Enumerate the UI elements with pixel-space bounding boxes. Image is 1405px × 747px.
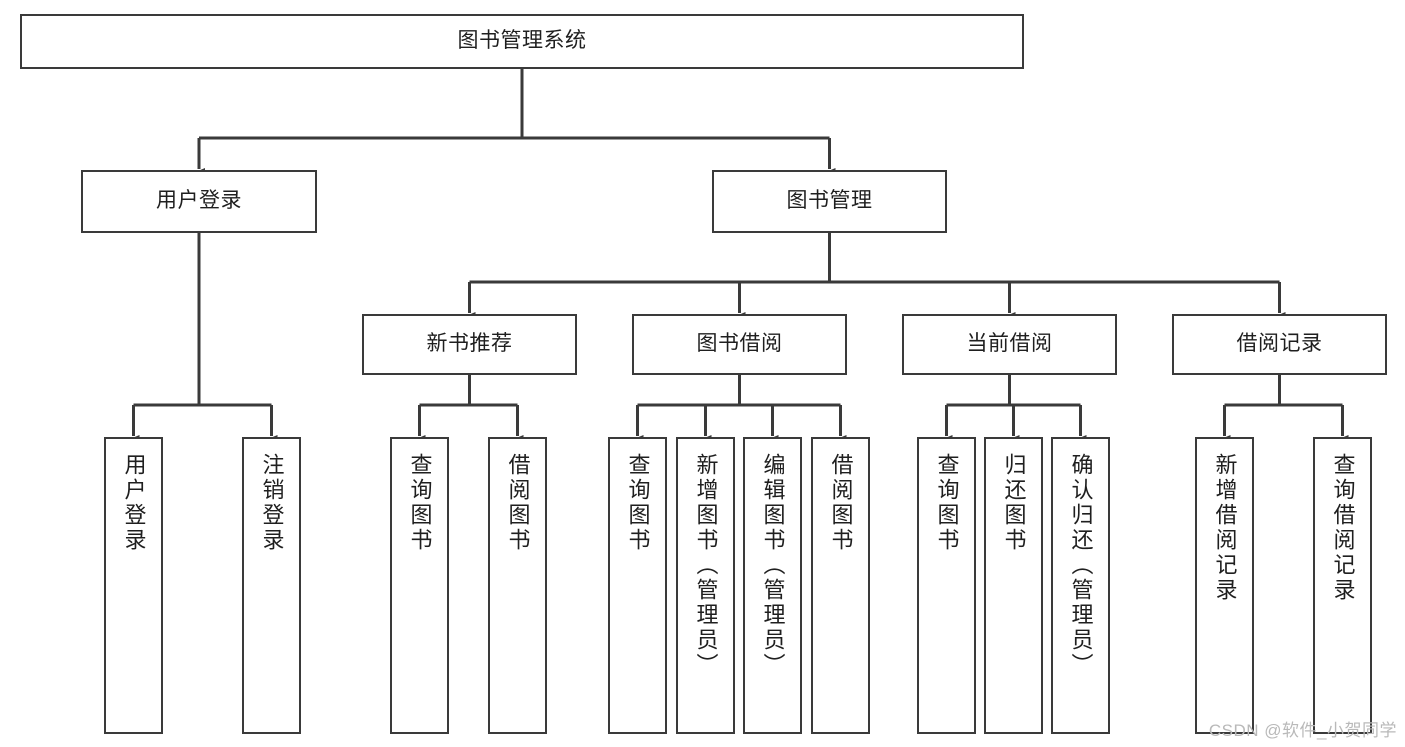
node-new-book-recommend[interactable]: 新书推荐 bbox=[362, 314, 577, 375]
node-book-borrow-label: 图书借阅 bbox=[696, 332, 783, 356]
leaf-user-login-label: 用户登录 bbox=[121, 453, 147, 553]
node-book-management[interactable]: 图书管理 bbox=[712, 170, 947, 233]
node-user-login-label: 用户登录 bbox=[156, 189, 242, 213]
node-book-borrow[interactable]: 图书借阅 bbox=[632, 314, 847, 375]
leaf-borrow-query-label: 查询图书 bbox=[625, 453, 651, 553]
leaf-current-confirm-return[interactable]: 确认归还（管理员） bbox=[1051, 437, 1110, 734]
leaf-newbook-query-label: 查询图书 bbox=[407, 453, 433, 553]
leaf-borrow-add-book-label: 新增图书（管理员） bbox=[693, 453, 719, 678]
leaf-record-query-label: 查询借阅记录 bbox=[1330, 453, 1356, 603]
leaf-record-add[interactable]: 新增借阅记录 bbox=[1195, 437, 1254, 734]
leaf-current-confirm-return-label: 确认归还（管理员） bbox=[1068, 453, 1094, 678]
node-root[interactable]: 图书管理系统 bbox=[20, 14, 1024, 69]
leaf-record-add-label: 新增借阅记录 bbox=[1212, 453, 1238, 603]
leaf-borrow-book-label: 借阅图书 bbox=[828, 453, 854, 553]
leaf-user-login[interactable]: 用户登录 bbox=[104, 437, 163, 734]
leaf-borrow-book[interactable]: 借阅图书 bbox=[811, 437, 870, 734]
node-current-borrow-label: 当前借阅 bbox=[966, 332, 1053, 356]
leaf-logout[interactable]: 注销登录 bbox=[242, 437, 301, 734]
node-user-login[interactable]: 用户登录 bbox=[81, 170, 317, 233]
leaf-borrow-edit-book-label: 编辑图书（管理员） bbox=[760, 453, 786, 678]
node-root-label: 图书管理系统 bbox=[457, 29, 587, 53]
node-borrow-record-label: 借阅记录 bbox=[1236, 332, 1323, 356]
leaf-borrow-query[interactable]: 查询图书 bbox=[608, 437, 667, 734]
leaf-newbook-query[interactable]: 查询图书 bbox=[390, 437, 449, 734]
node-new-book-recommend-label: 新书推荐 bbox=[426, 332, 513, 356]
node-borrow-record[interactable]: 借阅记录 bbox=[1172, 314, 1387, 375]
leaf-current-query[interactable]: 查询图书 bbox=[917, 437, 976, 734]
leaf-newbook-borrow-label: 借阅图书 bbox=[505, 453, 531, 553]
leaf-logout-label: 注销登录 bbox=[259, 453, 285, 553]
leaf-current-return[interactable]: 归还图书 bbox=[984, 437, 1043, 734]
leaf-borrow-edit-book[interactable]: 编辑图书（管理员） bbox=[743, 437, 802, 734]
edge-group bbox=[127, 69, 1349, 445]
node-current-borrow[interactable]: 当前借阅 bbox=[902, 314, 1117, 375]
leaf-record-query[interactable]: 查询借阅记录 bbox=[1313, 437, 1372, 734]
leaf-newbook-borrow[interactable]: 借阅图书 bbox=[488, 437, 547, 734]
node-book-management-label: 图书管理 bbox=[786, 189, 873, 213]
leaf-borrow-add-book[interactable]: 新增图书（管理员） bbox=[676, 437, 735, 734]
leaf-current-query-label: 查询图书 bbox=[934, 453, 960, 553]
leaf-current-return-label: 归还图书 bbox=[1001, 453, 1027, 553]
